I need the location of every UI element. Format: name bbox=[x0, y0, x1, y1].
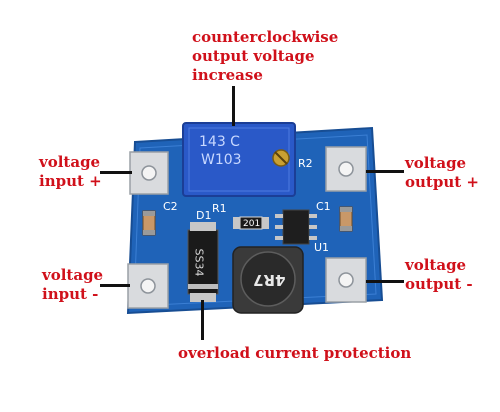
silk-u1: U1 bbox=[314, 241, 330, 254]
callout-vin-plus-line-1: voltage bbox=[39, 153, 101, 171]
callout-voltage-output-minus: voltage output - bbox=[405, 256, 473, 294]
lead-vin-minus bbox=[100, 284, 130, 287]
lead-vout-plus bbox=[366, 170, 404, 173]
pot-marking-2: W103 bbox=[201, 152, 242, 168]
pot-marking-1: 143 C bbox=[199, 134, 240, 150]
callout-voltage-output-plus: voltage output + bbox=[405, 154, 479, 192]
callout-overload-current-protection: overload current protection bbox=[178, 344, 412, 362]
callout-top-line-2: output voltage bbox=[192, 47, 315, 65]
callout-vout-plus-line-2: output + bbox=[405, 173, 479, 191]
callout-voltage-input-plus: voltage input + bbox=[39, 153, 102, 191]
silk-c2: C2 bbox=[163, 200, 178, 213]
silk-d1: D1 bbox=[196, 209, 212, 222]
callout-vout-plus-line-1: voltage bbox=[405, 154, 467, 172]
silk-r2: R2 bbox=[298, 157, 313, 170]
callout-output-voltage-adjust: counterclockwise output voltage increase bbox=[192, 28, 338, 85]
lead-vin-plus bbox=[100, 171, 132, 174]
lead-vout-minus bbox=[366, 280, 404, 283]
potentiometer bbox=[182, 122, 296, 197]
callout-top-line-1: counterclockwise bbox=[192, 28, 339, 46]
callout-vout-minus-line-2: output - bbox=[405, 275, 473, 293]
ic-u1 bbox=[282, 209, 310, 245]
callout-vout-minus-line-1: voltage bbox=[405, 256, 467, 274]
lead-bottom bbox=[201, 300, 204, 340]
inductor-marking: 4R7 bbox=[253, 271, 286, 289]
callout-vin-minus-line-1: voltage bbox=[42, 266, 104, 284]
callout-top-line-3: increase bbox=[192, 66, 263, 84]
lead-top bbox=[232, 86, 235, 126]
resistor-marking: 201 bbox=[243, 219, 261, 229]
diode-ss34 bbox=[187, 229, 219, 295]
silk-r1: R1 bbox=[212, 202, 227, 215]
silk-c1: C1 bbox=[316, 200, 331, 213]
callout-vin-plus-line-2: input + bbox=[39, 172, 102, 190]
callout-voltage-input-minus: voltage input - bbox=[42, 266, 103, 304]
diode-marking: SS34 bbox=[192, 248, 206, 277]
callout-vin-minus-line-2: input - bbox=[42, 285, 99, 303]
